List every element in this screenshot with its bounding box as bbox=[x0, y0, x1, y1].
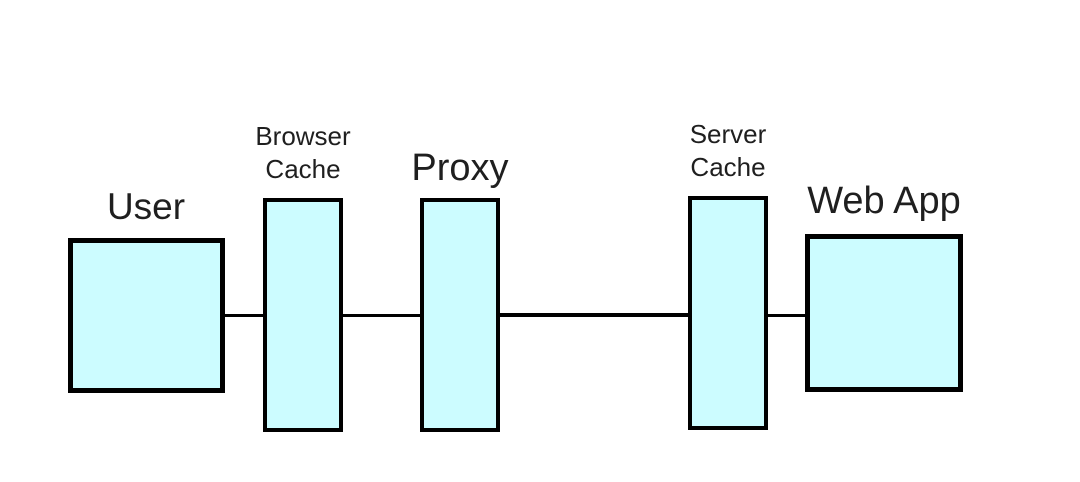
node-label-proxy: Proxy bbox=[411, 147, 509, 189]
node-label-browser-cache: Browser Cache bbox=[255, 121, 351, 184]
node-box-proxy bbox=[420, 198, 500, 432]
node-box-server-cache bbox=[688, 196, 768, 430]
connector-browser-cache-proxy bbox=[343, 314, 420, 317]
node-label-user: User bbox=[106, 186, 186, 227]
node-label-server-cache: Server Cache bbox=[689, 119, 767, 182]
connector-proxy-server-cache bbox=[500, 313, 688, 317]
node-box-browser-cache bbox=[263, 198, 343, 432]
node-label-web-app: Web App bbox=[807, 180, 961, 222]
connector-user-browser-cache bbox=[225, 314, 263, 317]
connector-server-cache-web-app bbox=[768, 314, 805, 317]
node-box-web-app bbox=[805, 234, 963, 392]
node-box-user bbox=[68, 238, 225, 393]
